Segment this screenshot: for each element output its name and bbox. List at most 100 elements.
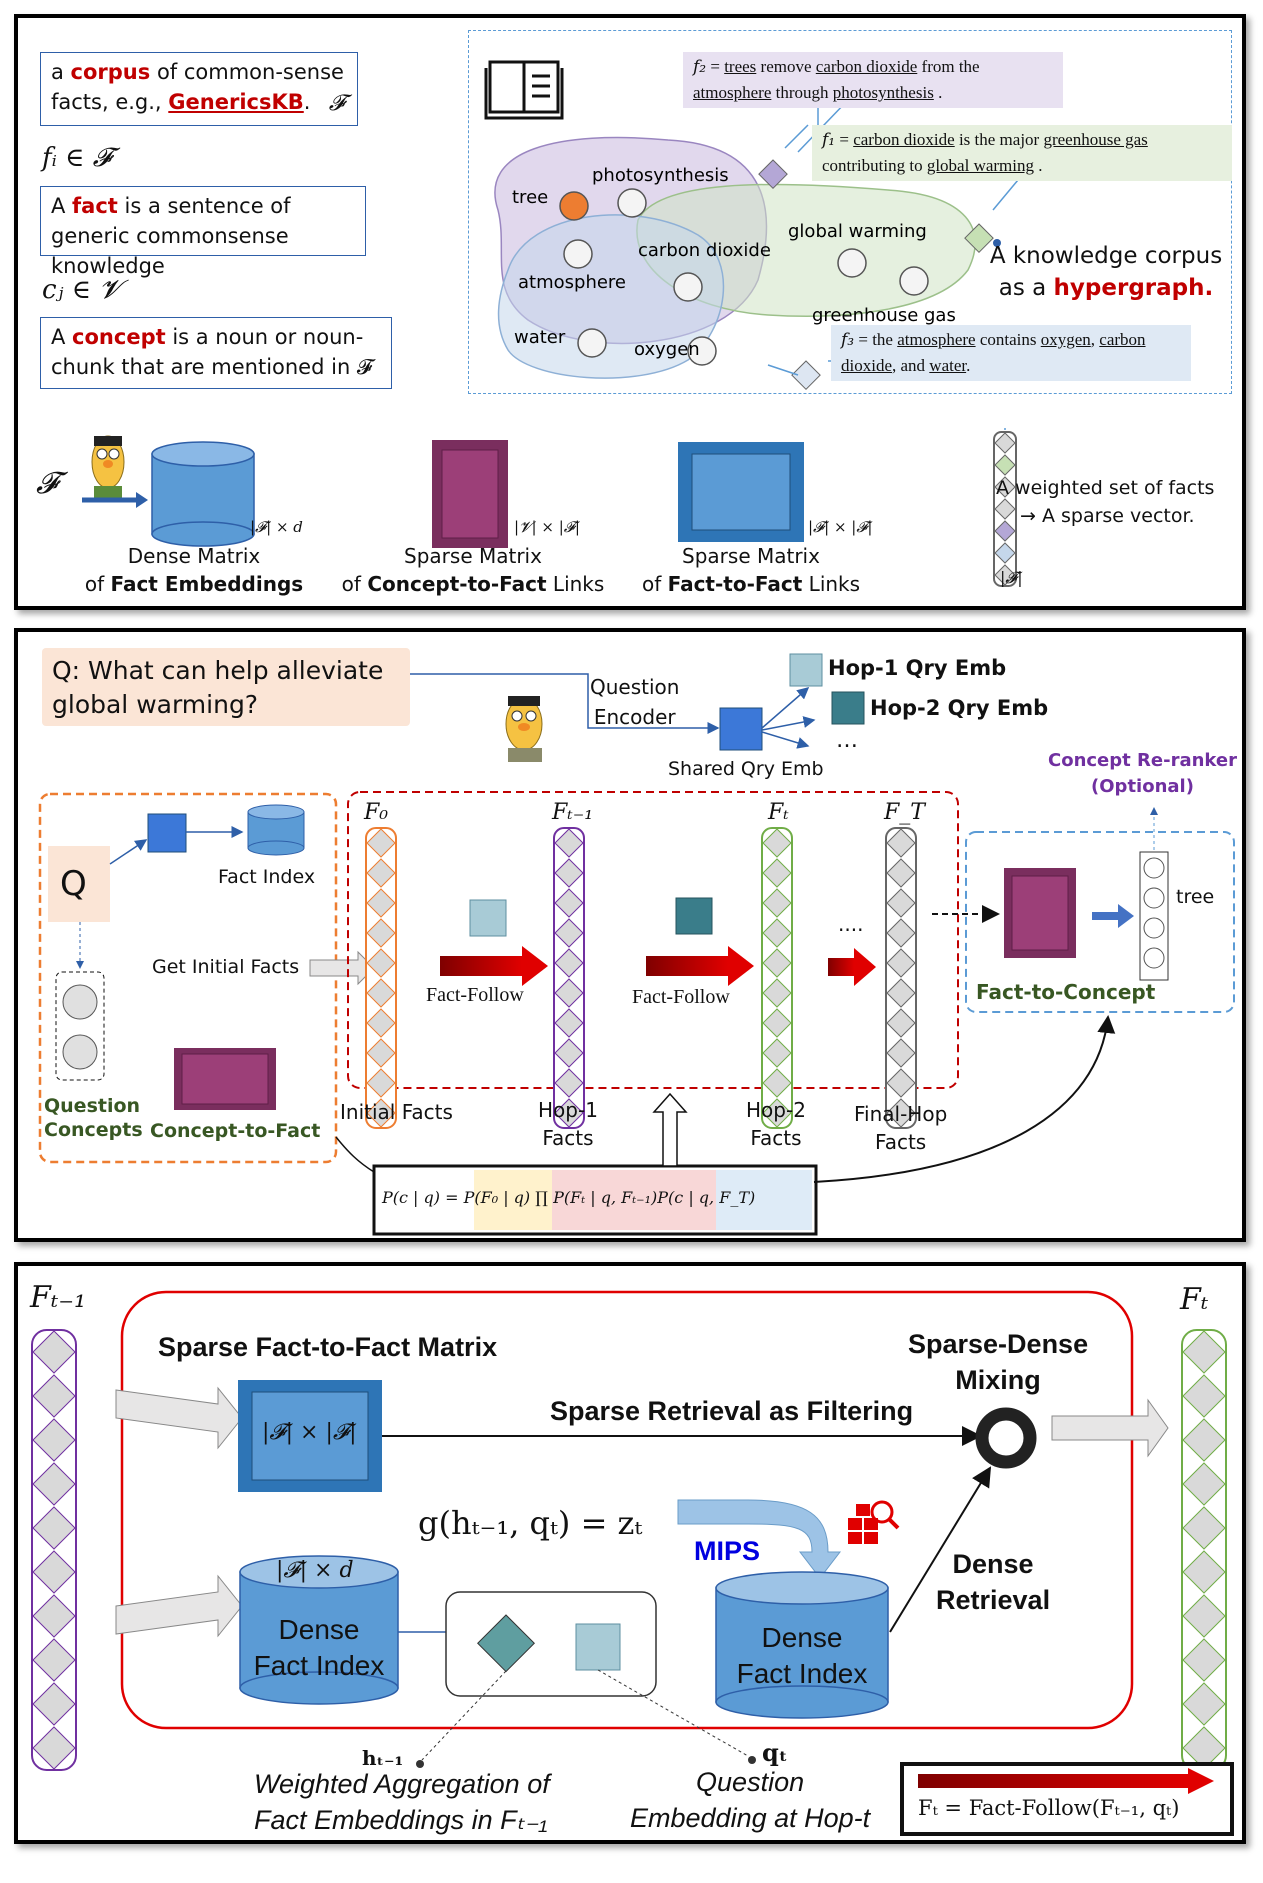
fact-f1-text: . <box>1034 156 1043 175</box>
f-prev-label: Fₜ₋₁ <box>552 800 594 825</box>
q-box <box>48 846 110 922</box>
formula-product-term: ∏ P(Fₜ | q, Fₜ₋₁) <box>535 1188 658 1207</box>
concept-to-fact-caption: Sparse Matrix of Concept-to-Fact Links <box>328 542 618 598</box>
hop2-qry-emb-square <box>831 691 865 725</box>
vector-cell <box>366 978 396 1008</box>
vector-cell <box>886 828 916 858</box>
fact-to-fact-matrix <box>678 442 804 542</box>
concept-label-atmosphere: atmosphere <box>518 272 626 293</box>
fact-index-label: Fact Index <box>218 866 316 888</box>
final-hop-facts-caption: Final-Hop Facts <box>854 1100 947 1156</box>
concept-label-photosynthesis: photosynthesis <box>592 165 729 186</box>
hop2-embedding-square <box>675 897 713 935</box>
fact-f3-label: f₃ <box>841 330 855 350</box>
corpus-symbol: 𝓕 <box>328 91 345 116</box>
fact-f1-text: greenhouse gas <box>1043 130 1148 149</box>
concept-to-fact-caption-line1: Sparse Matrix <box>404 544 542 568</box>
vector-cell <box>762 978 792 1008</box>
fact-f3-text: contains <box>975 330 1041 349</box>
vector-cell <box>366 948 396 978</box>
vector-cell <box>554 1068 584 1098</box>
f-t-label: Fₜ <box>768 800 789 825</box>
sparse-retrieval-label: Sparse Retrieval as Filtering <box>550 1396 914 1426</box>
concept-scores-vector <box>1139 851 1169 981</box>
concept-membership-math: cⱼ ∈ 𝓥 <box>42 275 121 305</box>
q-t-square <box>575 1623 621 1671</box>
hop1-embedding-square <box>469 899 507 937</box>
vector-cell <box>886 1068 916 1098</box>
hypergraph-keyword: hypergraph. <box>1053 275 1214 301</box>
concept-keyword: concept <box>72 325 166 349</box>
hypergraph-caption-text: A knowledge corpus as a <box>989 243 1223 301</box>
fact-index-cylinder <box>247 804 305 856</box>
fact-f2-callout: f₂ = trees remove carbon dioxide from th… <box>683 52 1063 108</box>
next-facts-vector <box>1181 1329 1227 1771</box>
fact-to-fact-caption: Sparse Matrix of Fact-to-Fact Links <box>616 542 886 598</box>
f-t-output-label: Fₜ <box>1180 1282 1209 1317</box>
caption-bold: Fact-to-Fact <box>667 572 803 596</box>
fact-f2-text: remove <box>756 57 816 76</box>
fact-f2-text: through <box>771 83 833 102</box>
legend-formula: Fₜ = Fact-Follow(Fₜ₋₁, qₜ) <box>918 1796 1180 1820</box>
vector-cell <box>32 1638 76 1682</box>
fact-f3-text: atmosphere <box>897 330 976 349</box>
vector-cell <box>762 918 792 948</box>
fact-f1-text: = <box>835 130 854 149</box>
concept-label-oxygen: oxygen <box>634 339 700 360</box>
fact-definition-box: A fact is a sentence of generic commonse… <box>40 186 366 278</box>
sparse-dense-mixing-label: Sparse-Dense Mixing <box>908 1326 1088 1398</box>
book-icon <box>484 60 564 120</box>
fact-to-fact-caption-line1: Sparse Matrix <box>682 544 820 568</box>
vector-cell <box>366 1008 396 1038</box>
corpus-def-middle: of common-sense facts, e.g., <box>51 60 344 114</box>
hop2-caption-line1: Hop-2 <box>746 1098 806 1122</box>
vector-cell <box>554 1008 584 1038</box>
dense-fact-index-right <box>715 1571 889 1719</box>
vector-cell <box>554 1038 584 1068</box>
concept-label-tree: tree <box>512 187 548 208</box>
concept-def-prefix: A <box>51 325 73 349</box>
hop1-facts-vector <box>553 827 585 1129</box>
concept-node-tree <box>559 191 589 221</box>
previous-facts-vector <box>31 1329 77 1771</box>
vector-cell <box>994 454 1016 476</box>
vector-cell <box>886 858 916 888</box>
fact-follow-arrow-3 <box>828 948 876 986</box>
dense-matrix-caption: Dense Matrix of Fact Embeddings <box>74 542 314 598</box>
question-text: Q: What can help alleviate global warmin… <box>52 656 384 719</box>
dense-retrieval-label: Dense Retrieval <box>936 1546 1050 1618</box>
fact-follow-arrow-1 <box>440 946 548 986</box>
fact-f1-text: carbon dioxide <box>853 130 955 149</box>
corpus-input-symbol: 𝓕 <box>36 466 59 501</box>
concept-label-global-warming: global warming <box>788 221 927 242</box>
fact-f3-text: water <box>929 356 967 375</box>
panel-pipeline: Q: What can help alleviate global warmin… <box>14 628 1246 1242</box>
vector-cell <box>1182 1330 1226 1374</box>
vector-cell <box>886 1038 916 1068</box>
genericskb-link[interactable]: GenericsKB <box>168 90 304 114</box>
vector-cell <box>366 1068 396 1098</box>
fact-f1-text: global warming <box>926 156 1034 175</box>
fact-f3-text: oxygen <box>1040 330 1091 349</box>
sparse-fact-to-fact-matrix <box>238 1380 382 1492</box>
vector-cell <box>554 948 584 978</box>
dense-matrix-dim: |𝓕| × d <box>250 518 303 536</box>
vector-cell <box>762 1008 792 1038</box>
hop1-facts-caption: Hop-1 Facts <box>538 1096 598 1152</box>
concept-def-suffix: is a noun or noun-chunk that are mention… <box>51 325 373 379</box>
hop2-facts-caption: Hop-2 Facts <box>746 1096 806 1152</box>
vector-cell <box>994 564 1016 586</box>
fact-f2-text: photosynthesis <box>832 83 934 102</box>
bert-avatar-icon <box>91 435 125 498</box>
concept-to-fact-dim: |𝓥| × |𝓕| <box>514 518 580 536</box>
input-arrow-upper <box>115 1386 243 1450</box>
h-prev-diamond <box>477 1614 535 1673</box>
sparse-vector-column <box>993 431 1017 587</box>
caption-bold: Concept-to-Fact <box>367 572 547 596</box>
mixing-line1: Sparse-Dense <box>908 1329 1089 1359</box>
dense-retrieval-line1: Dense <box>952 1549 1034 1579</box>
shared-qry-emb-square <box>719 707 763 751</box>
hyperedge-node-f3 <box>791 360 821 390</box>
formula-final-term: P(c | q, F_T) <box>657 1188 756 1207</box>
vector-cell <box>32 1506 76 1550</box>
